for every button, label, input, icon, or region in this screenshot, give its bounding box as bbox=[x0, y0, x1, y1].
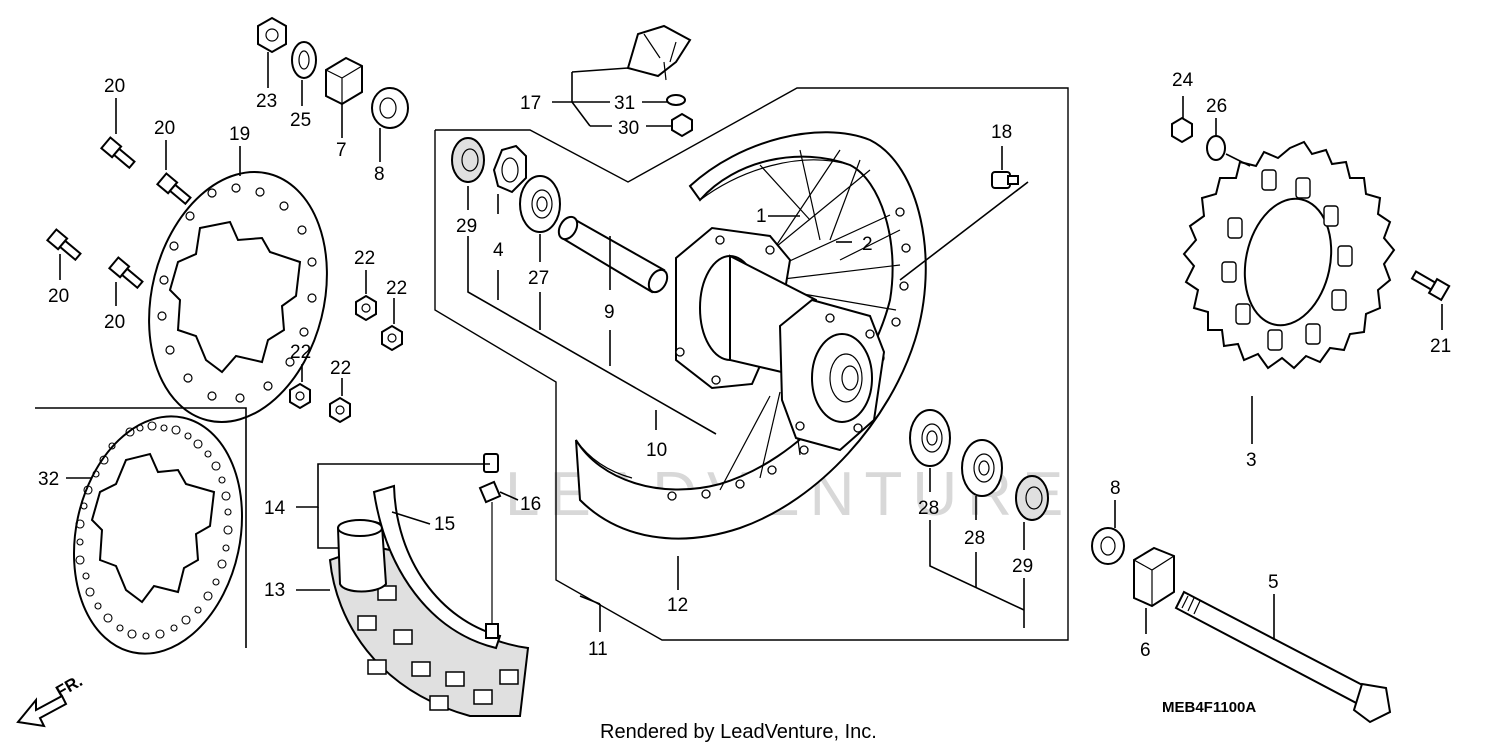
callout-20-c: 20 bbox=[48, 286, 69, 307]
callout-18: 18 bbox=[991, 122, 1012, 143]
collar-8-right[interactable] bbox=[1091, 527, 1125, 565]
callout-26: 26 bbox=[1206, 96, 1227, 117]
diagram-code: MEB4F1100A bbox=[1162, 699, 1256, 716]
credit-text: Rendered by LeadVenture, Inc. bbox=[600, 721, 877, 743]
dust-seal-29-left[interactable] bbox=[451, 137, 485, 183]
spoke-nipple-18[interactable] bbox=[991, 171, 1019, 189]
callout-5: 5 bbox=[1268, 572, 1279, 593]
disc-bolt-20[interactable] bbox=[45, 136, 192, 290]
leader-lines bbox=[59, 52, 1443, 640]
dust-seal-29-right[interactable] bbox=[1015, 475, 1049, 521]
callout-29-left: 29 bbox=[456, 216, 477, 237]
callout-21: 21 bbox=[1430, 336, 1451, 357]
callout-22-d: 22 bbox=[330, 358, 351, 379]
callout-29-right: 29 bbox=[1012, 556, 1033, 577]
callout-9: 9 bbox=[604, 302, 615, 323]
callout-19: 19 bbox=[229, 124, 250, 145]
callout-32: 32 bbox=[38, 469, 59, 490]
callout-31: 31 bbox=[614, 93, 635, 114]
callout-1: 1 bbox=[756, 206, 767, 227]
rim-band-15[interactable] bbox=[372, 484, 502, 650]
callout-14: 14 bbox=[264, 498, 286, 519]
callout-30: 30 bbox=[618, 118, 639, 139]
callout-20-a: 20 bbox=[104, 76, 125, 97]
callout-2: 2 bbox=[862, 234, 873, 255]
rear-axle-5[interactable] bbox=[1174, 590, 1392, 724]
callout-12: 12 bbox=[667, 595, 688, 616]
rim-lock-17[interactable] bbox=[626, 24, 692, 81]
adjuster-block-7[interactable] bbox=[325, 56, 363, 106]
callout-22-a: 22 bbox=[354, 248, 375, 269]
brake-disc-19[interactable] bbox=[124, 153, 352, 441]
rear-hub-10[interactable] bbox=[675, 226, 886, 452]
washer-25[interactable] bbox=[291, 41, 317, 79]
callout-25: 25 bbox=[290, 110, 311, 131]
callout-8-right: 8 bbox=[1110, 478, 1121, 499]
callout-4: 4 bbox=[493, 240, 504, 261]
callout-28-a: 28 bbox=[918, 498, 939, 519]
callout-6: 6 bbox=[1140, 640, 1151, 661]
adjuster-plate-6[interactable] bbox=[1133, 546, 1175, 608]
front-direction-arrow: FR. bbox=[16, 671, 86, 728]
disc-nut-22[interactable] bbox=[289, 294, 403, 424]
washer-31[interactable] bbox=[666, 94, 686, 106]
callout-8-top: 8 bbox=[374, 164, 385, 185]
callout-28-b: 28 bbox=[964, 528, 985, 549]
callout-7: 7 bbox=[336, 140, 347, 161]
callout-20-b: 20 bbox=[154, 118, 175, 139]
bearing-28-b[interactable] bbox=[961, 439, 1003, 497]
callout-22-c: 22 bbox=[290, 342, 311, 363]
bearing-27[interactable] bbox=[519, 175, 561, 233]
callout-11: 11 bbox=[588, 639, 608, 660]
callout-24: 24 bbox=[1172, 70, 1194, 91]
collar-8-top[interactable] bbox=[371, 87, 409, 129]
assembly-outline bbox=[434, 87, 1069, 641]
driven-sprocket-3[interactable] bbox=[1182, 140, 1396, 370]
sprocket-bolt-21[interactable] bbox=[1410, 268, 1451, 302]
rim-lock-16[interactable] bbox=[478, 453, 502, 639]
callout-23: 23 bbox=[256, 91, 277, 112]
callout-labels: 1 2 3 4 5 6 7 8 8 9 10 11 12 13 14 15 16… bbox=[38, 70, 1451, 661]
bearing-28-a[interactable] bbox=[909, 409, 951, 467]
callout-17: 17 bbox=[520, 93, 541, 114]
callout-20-d: 20 bbox=[104, 312, 125, 333]
callout-16: 16 bbox=[520, 494, 541, 515]
callout-22-b: 22 bbox=[386, 278, 407, 299]
optional-disc-box bbox=[35, 407, 247, 648]
nut-30[interactable] bbox=[671, 112, 693, 138]
nut-23[interactable] bbox=[257, 16, 287, 54]
callout-15: 15 bbox=[434, 514, 455, 535]
washer-26[interactable] bbox=[1206, 135, 1226, 161]
callout-3: 3 bbox=[1246, 450, 1257, 471]
callout-13: 13 bbox=[264, 580, 285, 601]
callout-27: 27 bbox=[528, 268, 549, 289]
sprocket-nut-24[interactable] bbox=[1171, 116, 1193, 144]
inner-tube-14[interactable] bbox=[336, 519, 388, 593]
collar-4[interactable] bbox=[492, 144, 527, 194]
optional-brake-disc-32[interactable] bbox=[53, 401, 263, 670]
fr-label: FR. bbox=[53, 671, 86, 701]
callout-10: 10 bbox=[646, 440, 667, 461]
distance-collar-9[interactable] bbox=[555, 214, 671, 296]
